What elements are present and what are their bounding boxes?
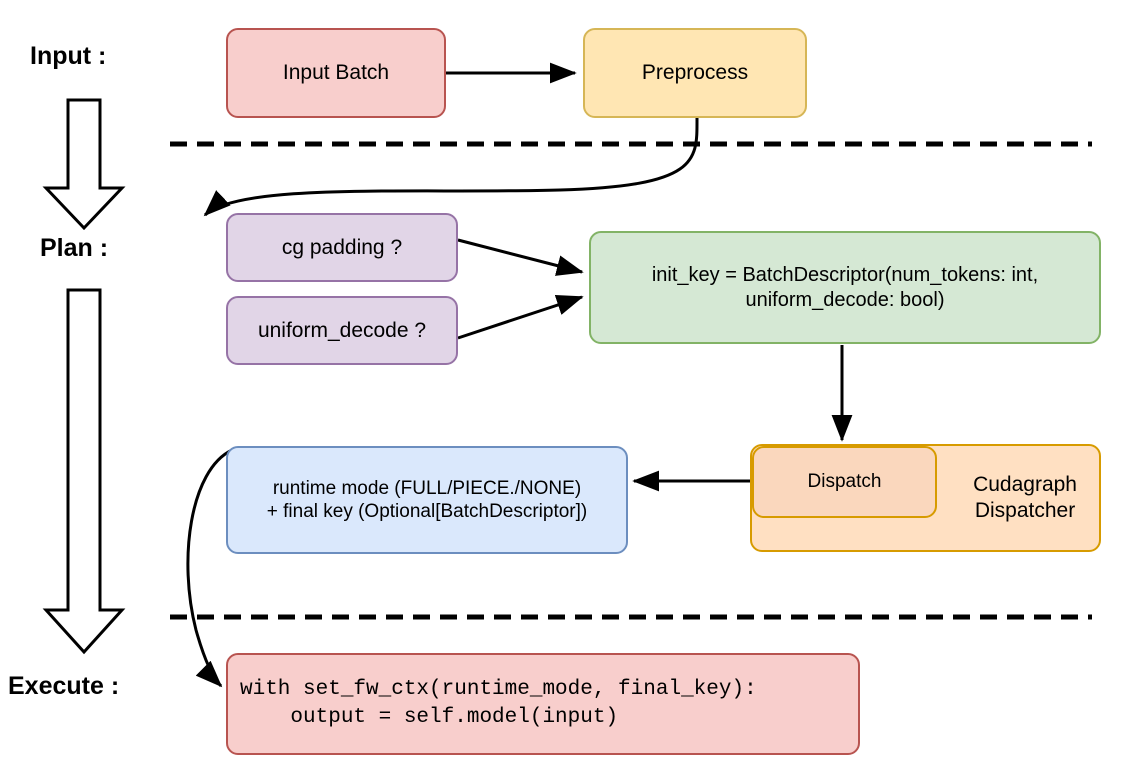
node-uniform-decode[interactable]: uniform_decode ? <box>226 296 458 365</box>
plan-to-execute-arrow <box>42 288 126 655</box>
input-to-plan-arrow <box>42 98 126 231</box>
edge-uniform-decode-to-init-key <box>457 294 584 340</box>
node-execute-code-block[interactable]: with set_fw_ctx(runtime_mode, final_key)… <box>226 653 860 755</box>
node-dispatch[interactable]: Dispatch <box>752 446 937 518</box>
stage-label-input: Input : <box>30 42 107 70</box>
node-runtime-mode[interactable]: runtime mode (FULL/PIECE./NONE) + final … <box>226 446 628 554</box>
node-init-key[interactable]: init_key = BatchDescriptor(num_tokens: i… <box>589 231 1101 344</box>
stage-label-execute: Execute : <box>8 672 120 700</box>
stage-label-plan: Plan : <box>40 234 109 262</box>
node-preprocess[interactable]: Preprocess <box>583 28 807 118</box>
node-input-batch[interactable]: Input Batch <box>226 28 446 118</box>
node-cg-padding[interactable]: cg padding ? <box>226 213 458 282</box>
edge-preprocess-to-cg-padding <box>203 117 699 217</box>
edge-cg-padding-to-init-key <box>457 238 584 276</box>
